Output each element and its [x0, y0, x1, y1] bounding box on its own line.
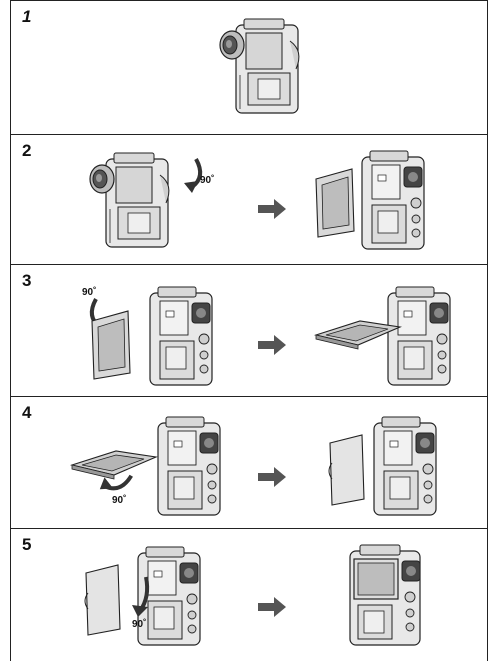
camcorder-lcd-flat-illustration: 90˚: [71, 416, 221, 516]
step-row-4: 4 90˚: [10, 396, 488, 528]
right-arrow-icon: [258, 335, 286, 355]
right-arrow-icon: [258, 597, 286, 617]
rotation-label: 90˚: [132, 618, 146, 630]
step-number: 4: [22, 403, 32, 422]
step-number: 5: [22, 535, 32, 554]
camcorder-closed-illustration: [219, 18, 300, 114]
step-row-1: 1: [10, 0, 488, 134]
camcorder-lcd-back-illustration: 90˚: [84, 546, 201, 646]
camcorder-lcd-back-illustration: [328, 416, 437, 516]
camcorder-open-illustration: 90˚: [82, 286, 213, 386]
camcorder-open-illustration: [315, 150, 425, 250]
camcorder-lcd-closed-screen-out-illustration: [349, 544, 421, 646]
camcorder-lcd-flat-illustration: [315, 286, 451, 386]
step-row-5: 5 90˚: [10, 528, 488, 661]
rotation-label: 90˚: [82, 286, 96, 298]
step-number: 3: [22, 271, 32, 290]
step-number: 2: [22, 141, 32, 160]
rotation-label: 90˚: [112, 494, 126, 506]
step-row-3: 3 90˚: [10, 264, 488, 396]
step-number: 1: [22, 7, 32, 26]
right-arrow-icon: [258, 467, 286, 487]
right-arrow-icon: [258, 199, 286, 219]
camcorder-closed-illustration: 90˚: [89, 152, 214, 248]
step-row-2: 2 90˚: [10, 134, 488, 264]
instruction-frame: [10, 0, 488, 661]
rotation-label: 90˚: [200, 174, 214, 186]
